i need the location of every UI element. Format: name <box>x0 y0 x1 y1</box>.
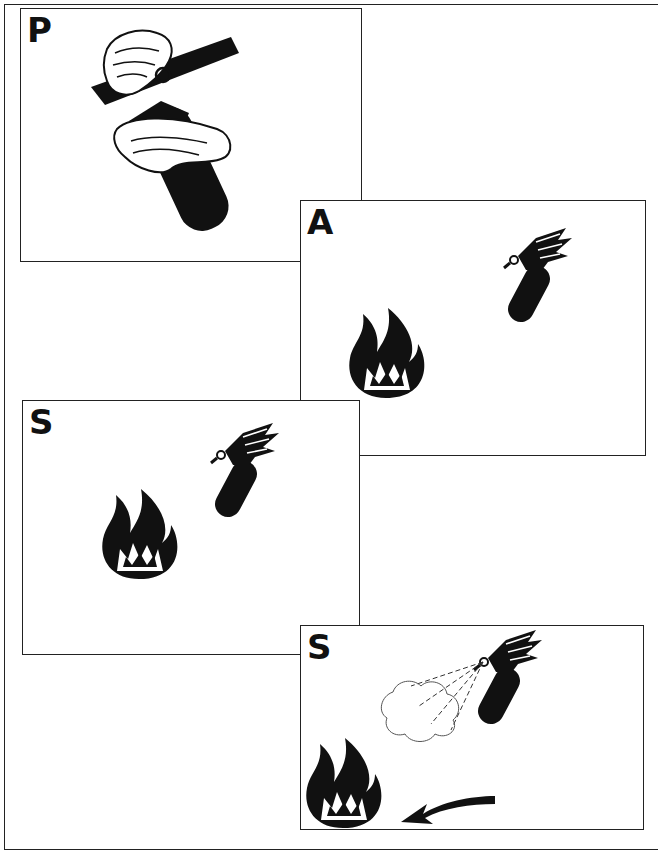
squeeze-illustration <box>23 401 361 656</box>
step-panel: S <box>22 400 360 655</box>
step-letter: P <box>27 11 52 49</box>
sweep-illustration <box>301 626 645 831</box>
step-letter: S <box>307 628 332 666</box>
step-letter: A <box>307 203 333 241</box>
step-letter: S <box>29 403 54 441</box>
step-panel: S <box>300 625 644 830</box>
